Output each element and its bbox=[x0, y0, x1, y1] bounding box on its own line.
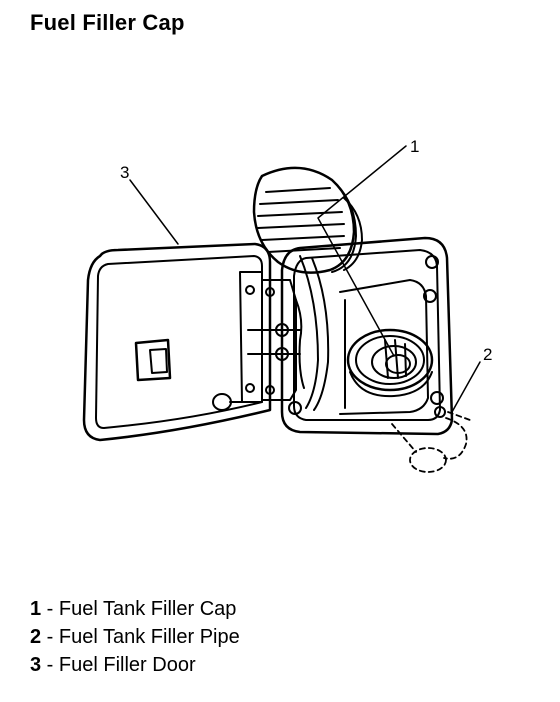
callout-2: 2 bbox=[483, 345, 492, 364]
callout-1: 1 bbox=[410, 137, 419, 156]
legend-item: 2 - Fuel Tank Filler Pipe bbox=[30, 623, 240, 651]
leader-lines bbox=[129, 145, 481, 413]
legend-label: Fuel Tank Filler Pipe bbox=[58, 626, 240, 648]
callout-3: 3 bbox=[120, 163, 129, 182]
fuel-tank-filler-cap bbox=[252, 166, 363, 274]
filler-pipe-hidden bbox=[391, 411, 471, 473]
filler-pipe bbox=[346, 328, 434, 398]
housing-screw-icon bbox=[434, 406, 446, 418]
housing-screw-icon bbox=[430, 391, 444, 405]
page-title: Fuel Filler Cap bbox=[30, 10, 185, 35]
door-hinge bbox=[212, 271, 305, 415]
legend-item: 1 - Fuel Tank Filler Cap bbox=[30, 595, 240, 623]
legend-separator: - bbox=[41, 654, 59, 676]
legend-number: 1 bbox=[30, 598, 42, 620]
housing-screw-icon bbox=[425, 255, 439, 269]
cap-tether bbox=[299, 255, 330, 411]
legend-label: Fuel Filler Door bbox=[58, 654, 196, 676]
legend-separator: - bbox=[41, 626, 59, 648]
housing-screw-icon bbox=[423, 289, 437, 303]
legend-number: 2 bbox=[30, 626, 42, 648]
fuel-filler-door bbox=[82, 242, 272, 442]
hinge-bolt-icon bbox=[288, 401, 302, 415]
legend-separator: - bbox=[41, 598, 59, 620]
legend-label: Fuel Tank Filler Cap bbox=[58, 598, 237, 620]
legend-number: 3 bbox=[30, 654, 42, 676]
parts-legend: 1 - Fuel Tank Filler Cap 2 - Fuel Tank F… bbox=[30, 595, 240, 679]
door-bumper-icon bbox=[212, 393, 232, 411]
fuel-filler-diagram: 1 2 3 bbox=[82, 137, 492, 473]
legend-item: 3 - Fuel Filler Door bbox=[30, 651, 240, 679]
door-latch-icon bbox=[134, 338, 172, 382]
